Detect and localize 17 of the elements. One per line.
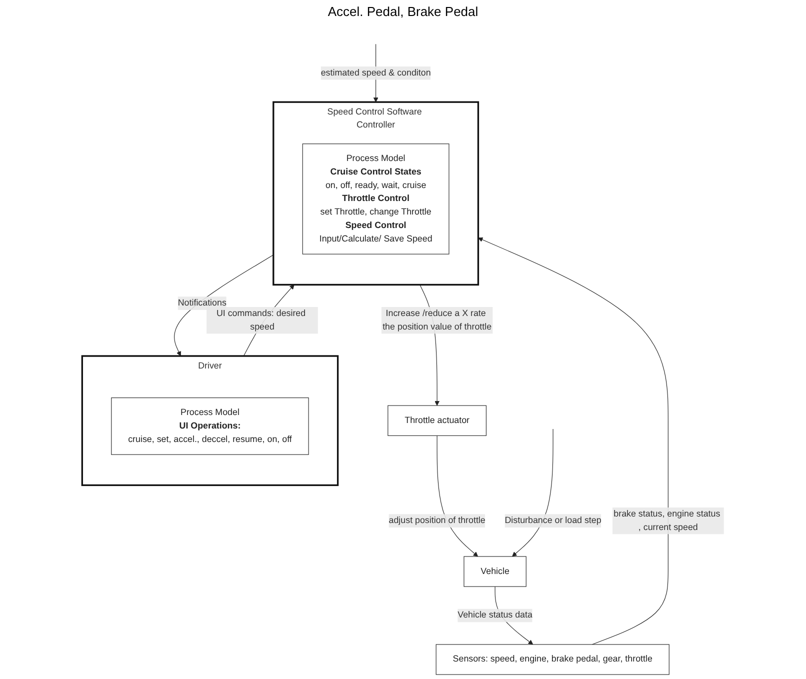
node-box: Process Model UI Operations: cruise, set, accel., deccel, resume, on, off xyxy=(111,398,309,455)
node-box: Vehicle xyxy=(464,556,526,587)
node-box: Sensors: speed, engine, brake pedal, gear, throttle xyxy=(436,644,670,675)
edge-label: brake status, engine status , current speed xyxy=(614,509,720,532)
edge-label: estimated speed & conditon xyxy=(320,68,431,78)
edge-label: Vehicle status data xyxy=(458,610,532,620)
edge-label: UI commands: desired speed xyxy=(216,308,306,332)
edge-label: Disturbance or load step xyxy=(504,516,602,526)
node-box: Throttle actuator xyxy=(388,405,486,436)
arrow xyxy=(436,435,478,557)
arrow xyxy=(512,428,554,557)
edge-label: adjust position of throttle xyxy=(388,516,486,526)
edge-label: Increase /reduce a X rate the position value of throttle xyxy=(382,308,492,332)
edge-label: Notifications xyxy=(178,298,226,308)
node-box: Process Model Cruise Control States on, off, ready, wait, cruise Throttle Control set Throttle, change Throttle Speed Control Input/Calculate/ Save Speed xyxy=(302,144,450,254)
arrow xyxy=(174,254,274,356)
note-text: Accel. Pedal, Brake Pedal xyxy=(328,4,478,19)
